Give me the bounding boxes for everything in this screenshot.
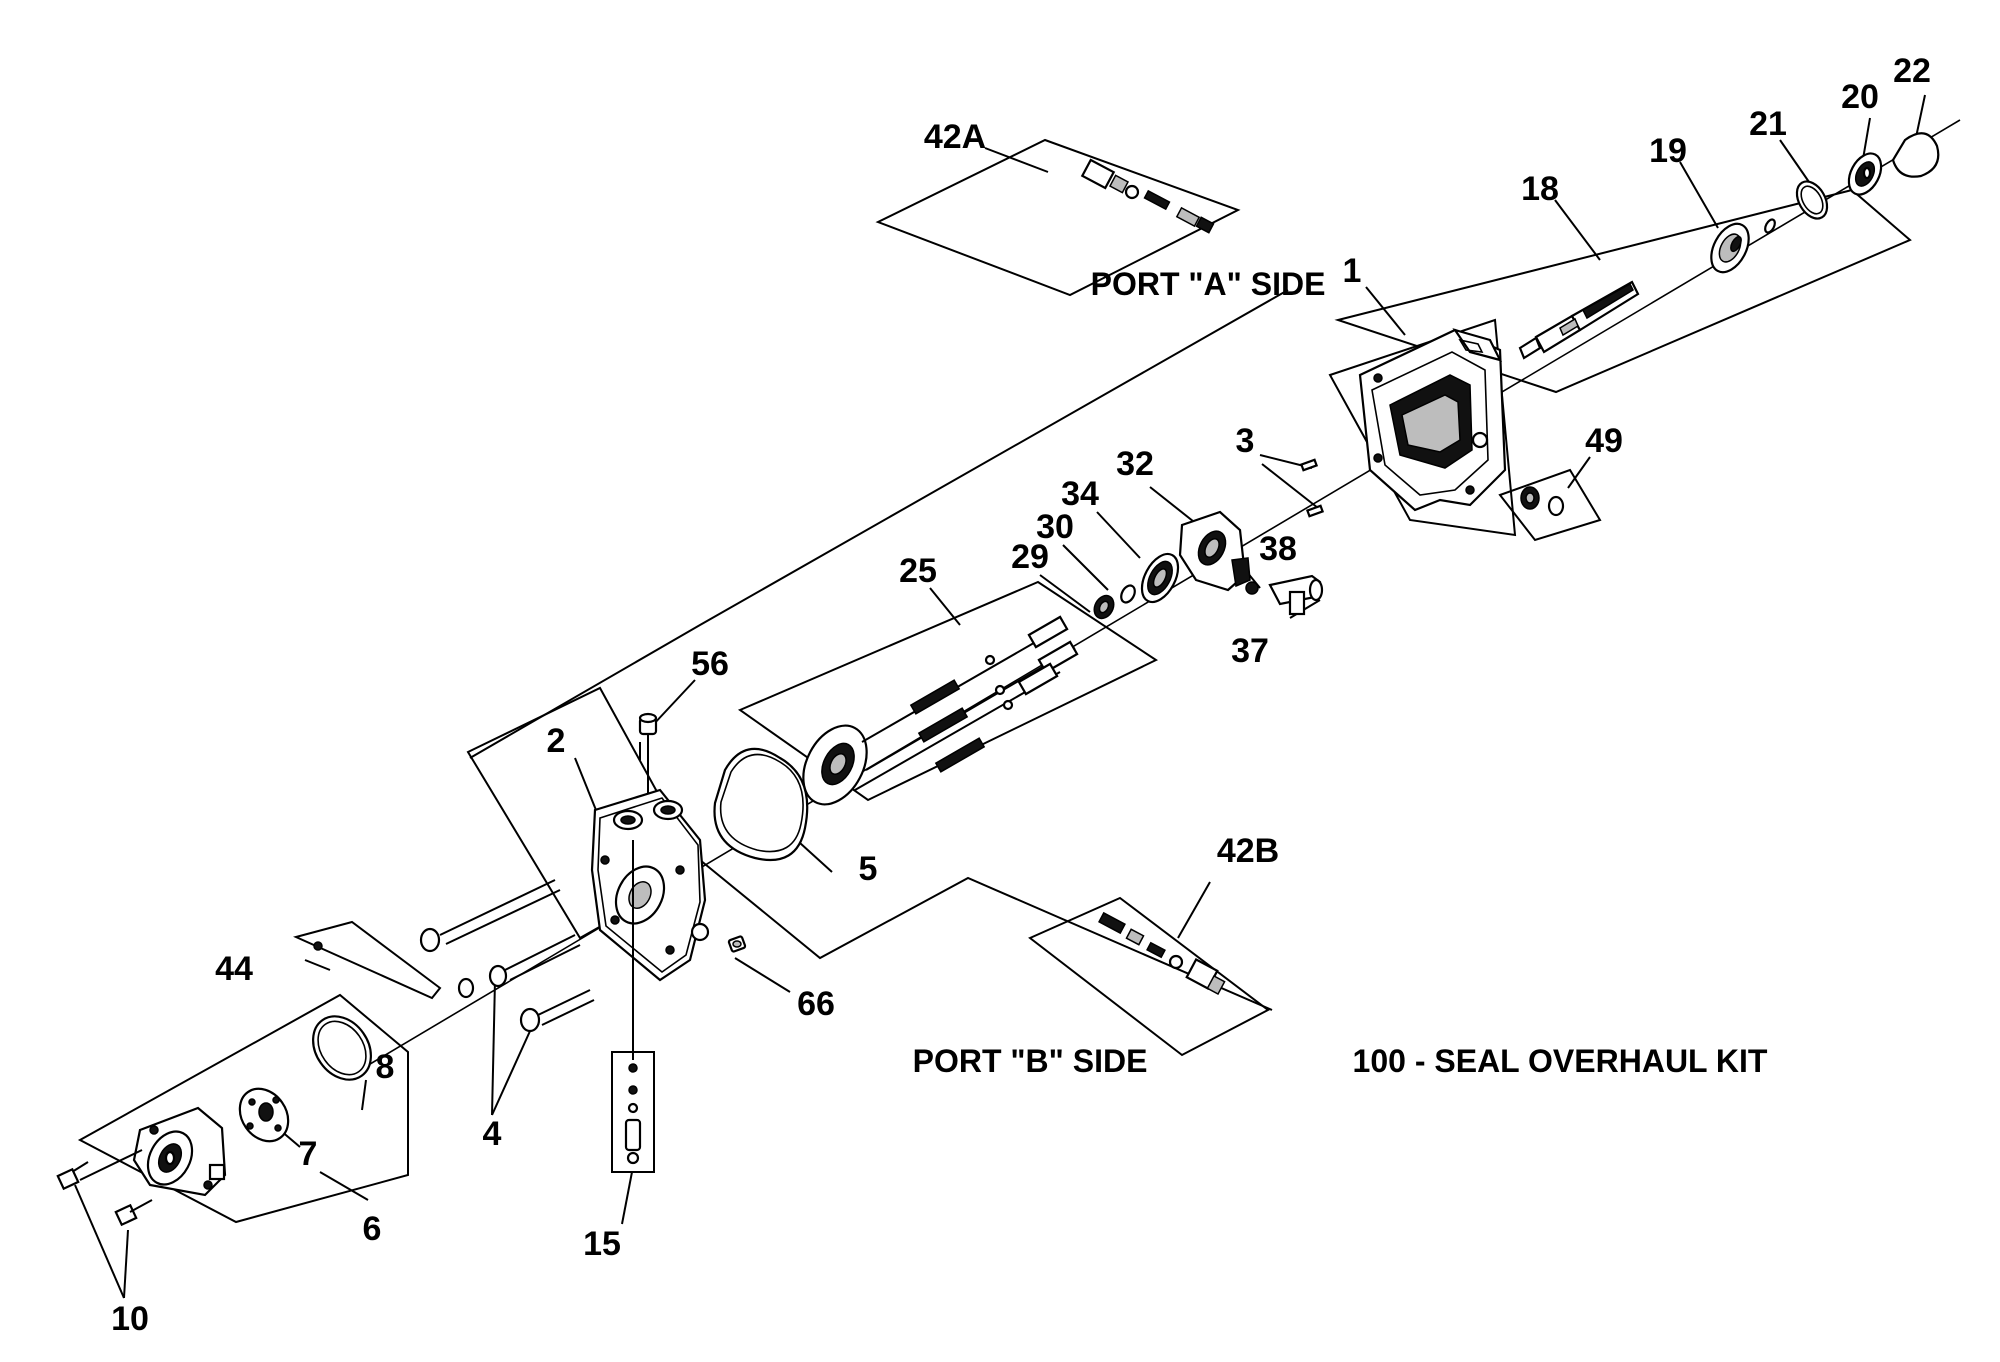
part-10-screws — [56, 1149, 153, 1227]
part-37-trunnion — [1268, 574, 1324, 616]
part-34-bearing — [1140, 552, 1180, 604]
leader-lines — [74, 94, 1926, 1299]
part-20-seal — [1847, 152, 1883, 196]
callout-30: 30 — [1036, 508, 1074, 546]
callout-25: 25 — [899, 552, 937, 590]
part-32-swashplate — [1178, 510, 1251, 592]
part-2-end-cap — [590, 788, 710, 982]
part-66-plug — [727, 935, 747, 953]
callout-7: 7 — [299, 1135, 318, 1173]
callout-38: 38 — [1259, 530, 1297, 568]
part-42a-valve — [1080, 158, 1215, 234]
part-38-seal — [1245, 581, 1259, 595]
part-7-plate — [238, 1087, 290, 1143]
callout-49: 49 — [1585, 422, 1623, 460]
callout-20: 20 — [1841, 78, 1879, 116]
callout-6: 6 — [363, 1210, 382, 1248]
part-22-snap-ring — [1891, 132, 1940, 178]
part-18-shaft — [1518, 280, 1640, 360]
part-21-ring-inner — [1800, 185, 1824, 215]
frame-6 — [77, 993, 409, 1224]
part-5-gasket-inner — [719, 753, 804, 853]
callout-10: 10 — [111, 1300, 149, 1338]
part-small-ring — [1764, 218, 1776, 234]
callout-37: 37 — [1231, 632, 1269, 670]
port-a-leader — [469, 289, 1289, 759]
port-b-leader — [699, 859, 1273, 1011]
part-8-o-ring-inner — [317, 1020, 367, 1076]
part-49-plug — [1520, 486, 1565, 517]
caption-seal-kit: 100 - SEAL OVERHAUL KIT — [1353, 1043, 1768, 1079]
frame-49 — [1498, 468, 1602, 542]
caption-port-a: PORT "A" SIDE — [1091, 266, 1326, 302]
frame-42b — [1028, 896, 1270, 1057]
callout-32: 32 — [1116, 445, 1154, 483]
part-6-flange — [132, 1106, 227, 1197]
callout-66: 66 — [797, 985, 835, 1023]
callout-29: 29 — [1011, 538, 1049, 576]
part-42b-valve — [1098, 911, 1226, 996]
part-8-o-ring — [312, 1015, 372, 1081]
callout-34: 34 — [1061, 475, 1099, 513]
part-4-bolts — [419, 879, 595, 1033]
callout-3: 3 — [1236, 422, 1255, 460]
caption-port-b: PORT "B" SIDE — [913, 1043, 1148, 1079]
frame-42a — [875, 138, 1241, 297]
part-3-pin-a — [1299, 458, 1319, 472]
callout-2: 2 — [547, 722, 566, 760]
part-30-washer — [1120, 584, 1136, 604]
callout-42b: 42B — [1217, 832, 1279, 870]
part-21-ring — [1795, 180, 1829, 220]
part-25-rotating-group — [802, 615, 1079, 806]
part-29-spring — [1093, 594, 1115, 620]
callout-19: 19 — [1649, 132, 1687, 170]
callout-56: 56 — [691, 645, 729, 683]
part-5-gasket — [713, 747, 809, 862]
part-1-housing — [1358, 328, 1507, 512]
callout-18: 18 — [1521, 170, 1559, 208]
callout-22: 22 — [1893, 52, 1931, 90]
callout-8: 8 — [376, 1048, 395, 1086]
callout-1: 1 — [1343, 252, 1362, 290]
part-44-plug — [313, 941, 323, 951]
callout-4: 4 — [483, 1115, 502, 1153]
callout-44: 44 — [215, 950, 253, 988]
callout-42a: 42A — [924, 118, 986, 156]
frame-44 — [293, 920, 442, 1000]
part-3-pin-b — [1305, 504, 1325, 518]
callout-5: 5 — [859, 850, 878, 888]
callout-15: 15 — [583, 1225, 621, 1263]
part-19-bearing — [1710, 222, 1750, 274]
part-15-valve — [624, 840, 642, 1165]
callout-21: 21 — [1749, 105, 1787, 143]
